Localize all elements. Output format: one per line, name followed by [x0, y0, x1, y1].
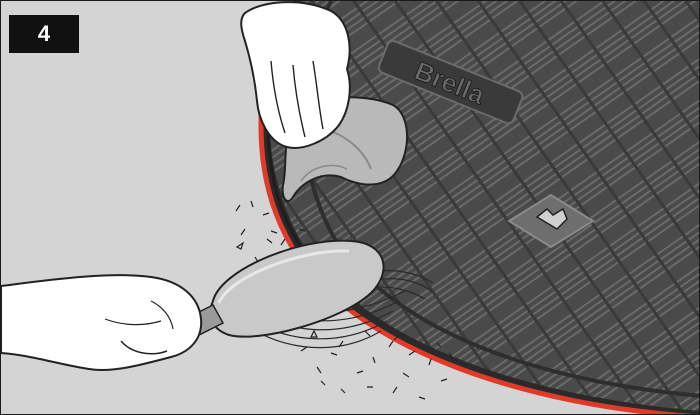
hand-icon — [241, 2, 350, 148]
step-number-badge: 4 — [9, 15, 79, 53]
hand-icon — [1, 275, 201, 370]
